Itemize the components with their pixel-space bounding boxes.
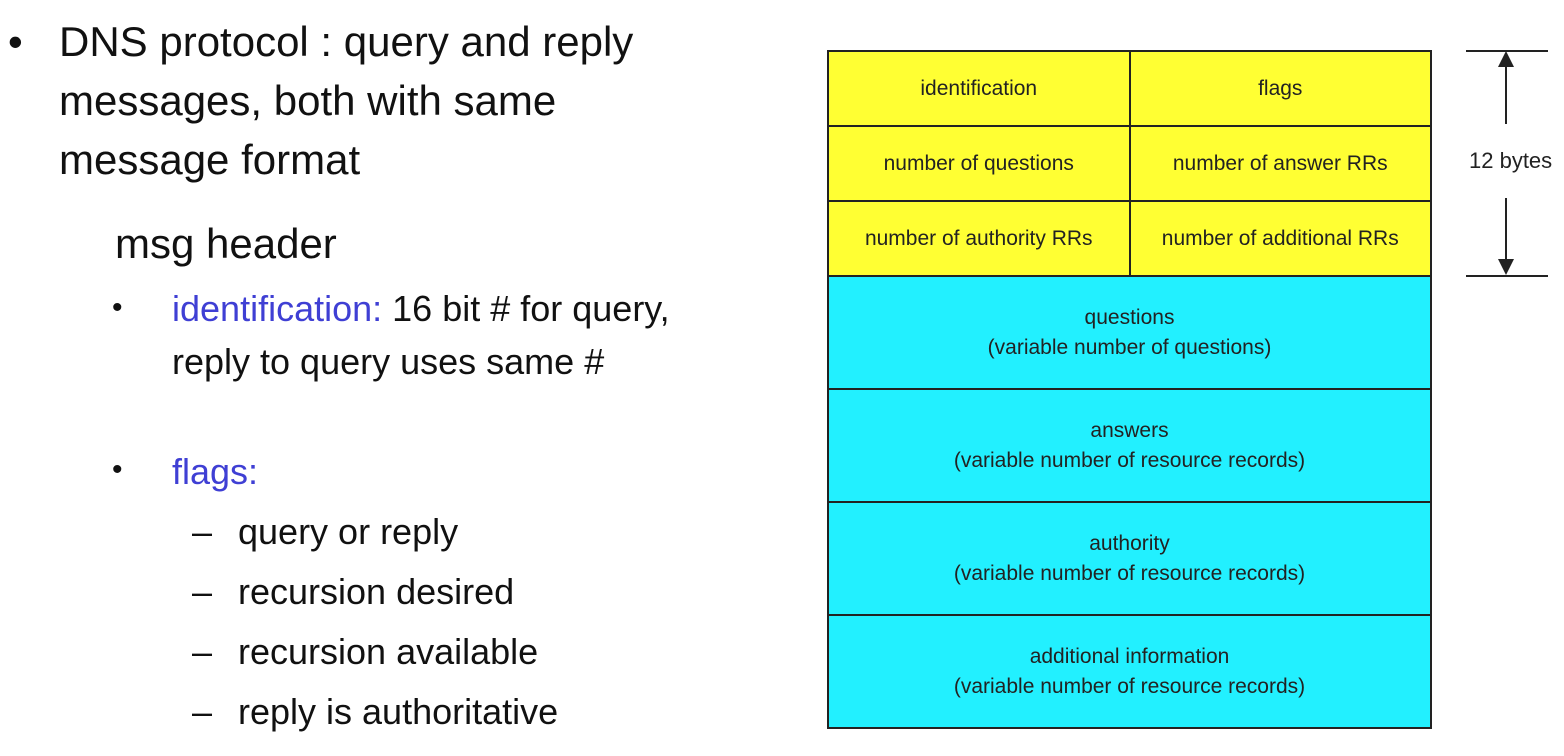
questions-desc: (variable number of questions) [987, 335, 1272, 359]
dash-2: – [192, 571, 213, 612]
header-row-1: identification flags [827, 50, 1432, 125]
header-row-3: number of authority RRs number of additi… [827, 200, 1432, 275]
dash-3: – [192, 631, 213, 672]
answers-section: answers (variable number of resource rec… [827, 388, 1432, 501]
sub-bullet-identification: • [112, 291, 123, 324]
authority-label: authority [1089, 531, 1170, 555]
additional-info-desc: (variable number of resource records) [953, 674, 1306, 698]
size-upper-line [1505, 58, 1507, 124]
flag-query-or-reply: query or reply [238, 511, 459, 552]
size-lower-line [1505, 198, 1507, 268]
num-authority-rrs-field: number of authority RRs [864, 226, 1093, 250]
header-row-2: number of questions number of answer RRs [827, 125, 1432, 200]
size-bottom-tick [1466, 275, 1548, 277]
size-label: 12 bytes [1469, 148, 1553, 173]
num-answer-rrs-field: number of answer RRs [1128, 127, 1431, 200]
identification-field: identification [920, 76, 1038, 100]
size-top-tick [1466, 50, 1548, 52]
authority-desc: (variable number of resource records) [953, 561, 1306, 585]
identification-term: identification: [172, 288, 383, 329]
flag-recursion-desired: recursion desired [238, 571, 515, 612]
dash-1: – [192, 511, 213, 552]
flags-item: flags: [172, 445, 692, 498]
answers-desc: (variable number of resource records) [953, 448, 1306, 472]
num-additional-rrs-field: number of additional RRs [1128, 202, 1431, 275]
flag-reply-is-authoritative: reply is authoritative [238, 691, 559, 732]
msg-header-heading: msg header [115, 220, 337, 267]
flags-field: flags [1128, 52, 1431, 125]
arrow-down-icon [1498, 259, 1514, 275]
main-text: DNS protocol : query and reply messages,… [59, 18, 634, 183]
questions-label: questions [1084, 305, 1175, 329]
dash-4: – [192, 691, 213, 732]
num-questions-field: number of questions [883, 151, 1074, 175]
questions-section: questions (variable number of questions) [827, 275, 1432, 388]
sub-bullet-flags: • [112, 453, 123, 486]
dns-message-format-diagram: identification flags number of questions… [827, 50, 1432, 729]
identification-item: identification: 16 bit # for query, repl… [172, 282, 692, 388]
additional-info-label: additional information [1029, 644, 1230, 668]
authority-section: authority (variable number of resource r… [827, 501, 1432, 614]
additional-info-section: additional information (variable number … [827, 614, 1432, 729]
flag-recursion-available: recursion available [238, 631, 539, 672]
flags-term: flags: [172, 451, 259, 492]
answers-label: answers [1090, 418, 1169, 442]
identification-desc: 16 bit # for query, reply to query uses … [172, 288, 670, 382]
arrow-up-icon [1498, 51, 1514, 67]
main-bullet: • [8, 18, 23, 65]
